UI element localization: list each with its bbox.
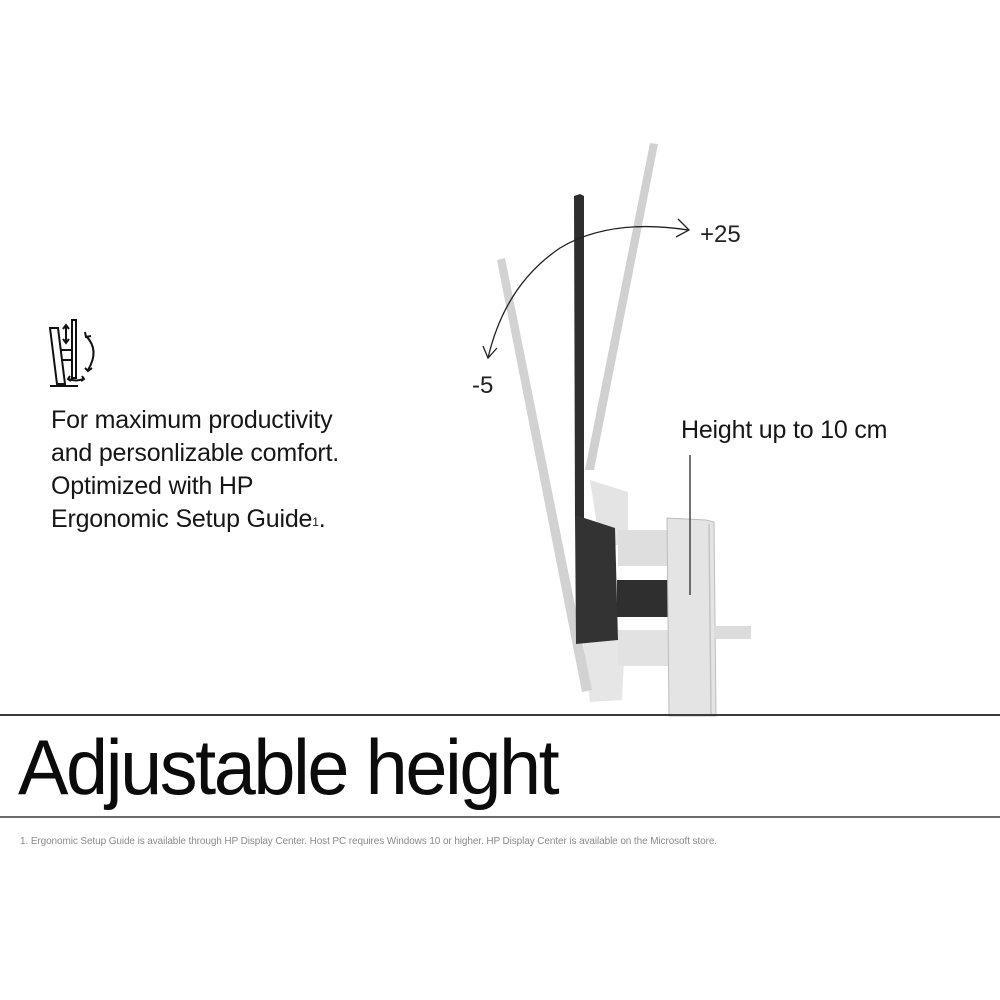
stand-arm-middle — [617, 580, 670, 617]
height-range-label: Height up to 10 cm — [681, 416, 888, 444]
monitor-ergonomic-adjust-icon — [48, 319, 95, 387]
stand-column — [666, 517, 717, 717]
description-line: Ergonomic Setup Guide1. — [51, 505, 326, 533]
tilt-forward-label: +25 — [700, 221, 741, 248]
footnote: 1. Ergonomic Setup Guide is available th… — [20, 836, 717, 847]
stand-arm-upper — [618, 530, 670, 566]
stand-base-tab — [714, 626, 751, 639]
footnote-marker: 1 — [312, 515, 319, 529]
ghost-monitor-tilt-forward — [585, 143, 658, 470]
description-line: For maximum productivity — [51, 406, 333, 434]
tilt-arc-arrow — [482, 218, 691, 360]
monitor-hinge — [575, 515, 618, 644]
description-line: Optimized with HP — [51, 472, 254, 500]
description-line: and personlizable comfort. — [51, 439, 340, 467]
tilt-back-label: -5 — [472, 372, 494, 399]
divider-top — [0, 714, 1000, 716]
feature-description: For maximum productivity and personlizab… — [51, 404, 411, 536]
monitor-tilt-height-diagram — [482, 143, 751, 717]
page-title: Adjustable height — [18, 723, 560, 811]
ghost-monitor-tilt-back — [497, 258, 592, 692]
divider-bottom — [0, 816, 1000, 818]
stand-arm-lower — [618, 630, 670, 666]
monitor-panel — [574, 194, 584, 520]
